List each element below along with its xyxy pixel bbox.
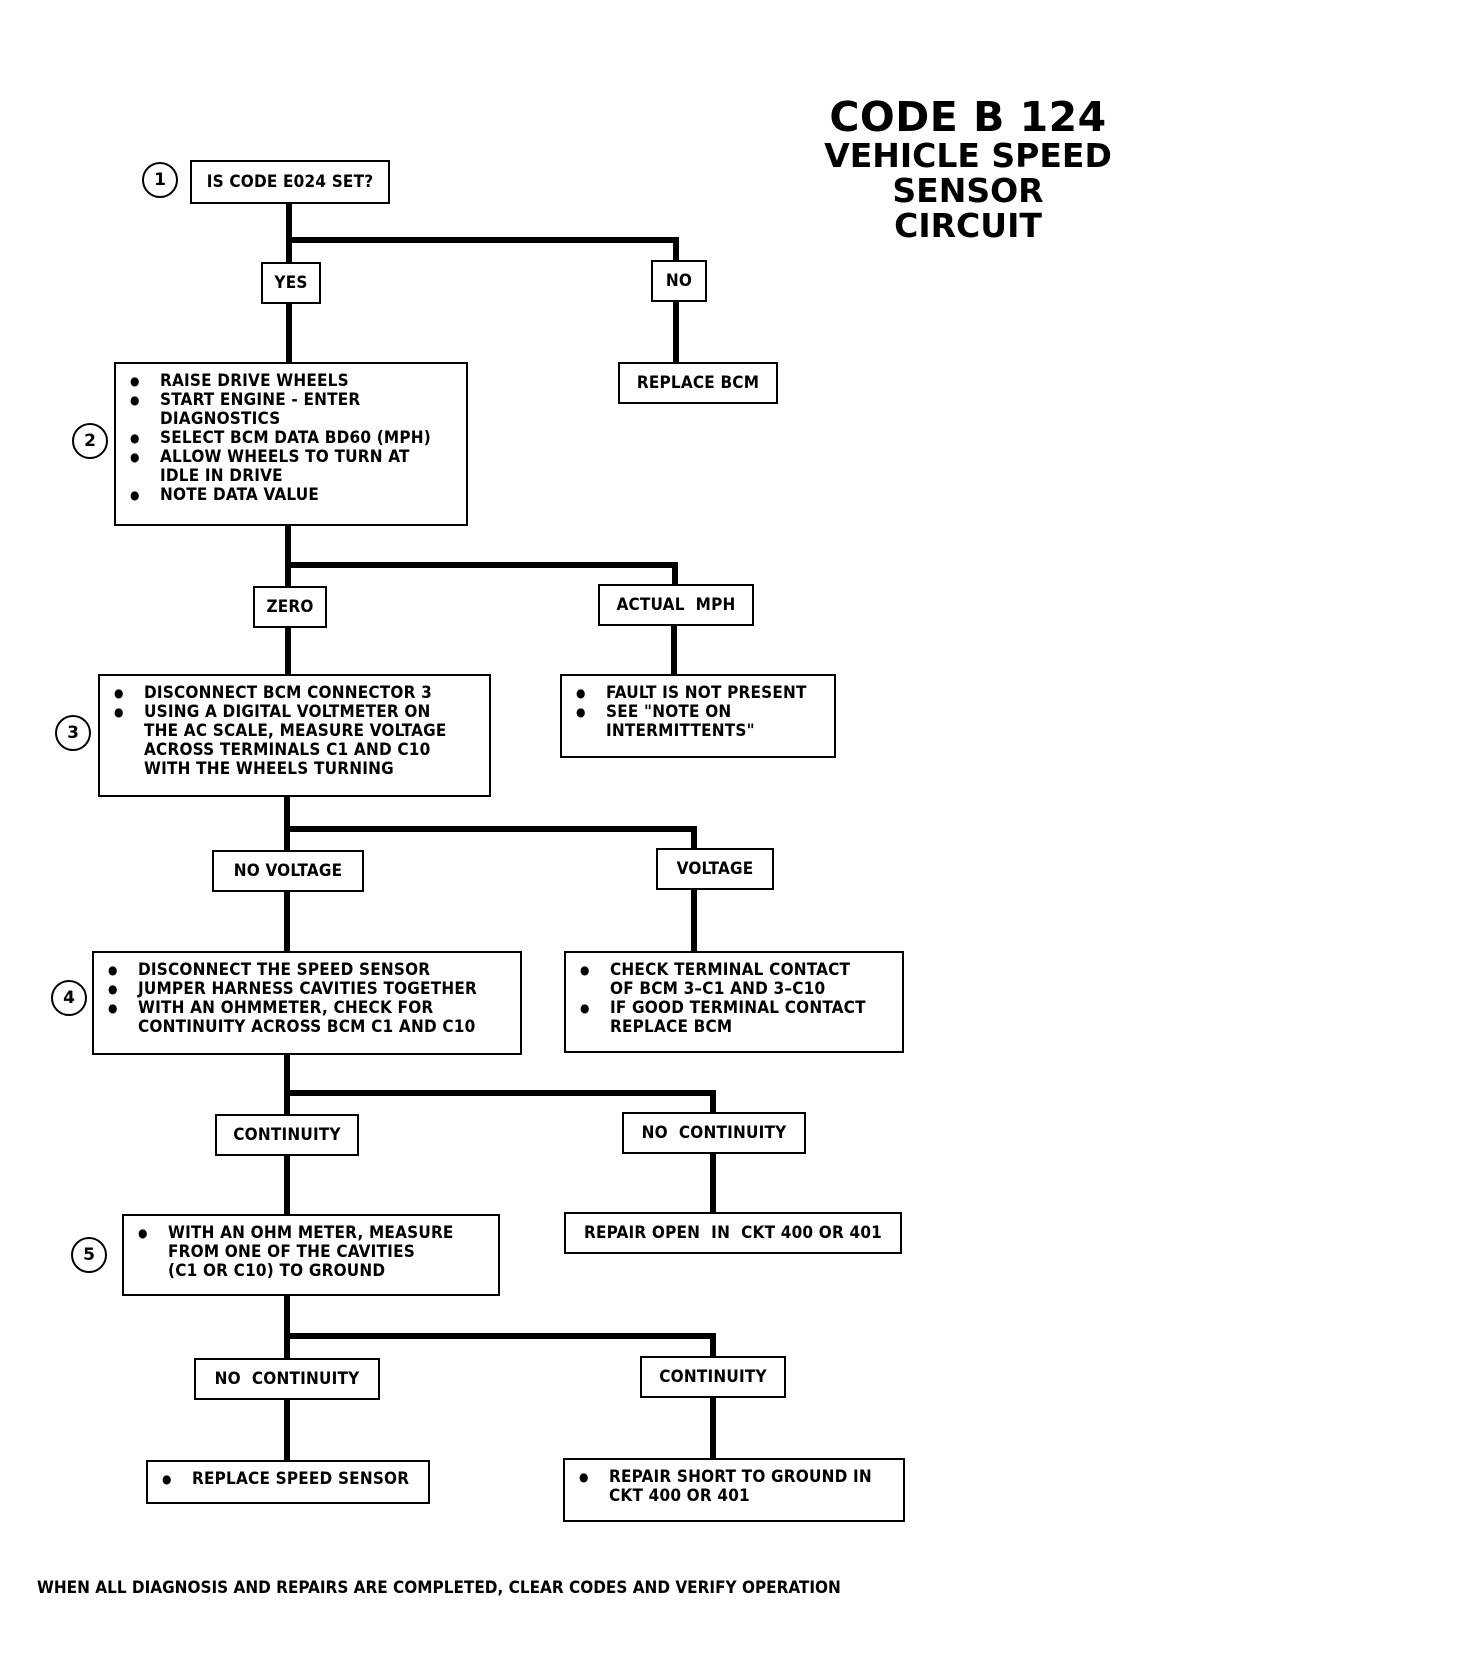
connector-step5-continuity: [284, 1333, 716, 1359]
branch-actual-mph: ACTUAL MPH: [598, 584, 754, 626]
instruction-item: SEE "NOTE ON INTERMITTENTS": [574, 703, 824, 741]
instruction-list: DISCONNECT THE SPEED SENSOR JUMPER HARNE…: [106, 961, 510, 1037]
branch-no-continuity-label: NO CONTINUITY: [214, 1368, 360, 1389]
step-number-label: 3: [67, 723, 79, 743]
footer-note: WHEN ALL DIAGNOSIS AND REPAIRS ARE COMPL…: [37, 1578, 841, 1598]
instruction-item: ALLOW WHEELS TO TURN AT IDLE IN DRIVE: [128, 448, 456, 486]
step-number-1: 1: [142, 162, 178, 198]
instruction-item: DISCONNECT BCM CONNECTOR 3: [112, 684, 479, 704]
title-line-vehicle-speed: VEHICLE SPEED: [824, 136, 1112, 176]
branch-no-continuity: NO CONTINUITY: [622, 1112, 806, 1154]
branch-voltage-label: VOLTAGE: [676, 858, 754, 879]
instruction-item: WITH AN OHM METER, MEASURE FROM ONE OF T…: [136, 1224, 488, 1281]
step5-instructions: WITH AN OHM METER, MEASURE FROM ONE OF T…: [122, 1214, 500, 1296]
branch-continuity: CONTINUITY: [215, 1114, 359, 1156]
step-number-label: 4: [63, 988, 75, 1008]
branch-zero-label: ZERO: [266, 596, 314, 617]
step3-instructions: DISCONNECT BCM CONNECTOR 3 USING A DIGIT…: [98, 674, 491, 797]
step4-instructions: DISCONNECT THE SPEED SENSOR JUMPER HARNE…: [92, 951, 522, 1055]
branch-no-continuity-step5: NO CONTINUITY: [194, 1358, 380, 1400]
action-replace-speed-sensor: REPLACE SPEED SENSOR: [146, 1460, 430, 1504]
step-number-3: 3: [55, 715, 91, 751]
branch-continuity-label: CONTINUITY: [659, 1366, 767, 1387]
question-text: IS CODE E024 SET?: [206, 171, 374, 192]
instruction-item: CHECK TERMINAL CONTACT OF BCM 3–C1 AND 3…: [578, 961, 892, 999]
instruction-list: FAULT IS NOT PRESENT SEE "NOTE ON INTERM…: [574, 684, 824, 741]
step2-instructions: RAISE DRIVE WHEELS START ENGINE - ENTER …: [114, 362, 468, 526]
branch-no-voltage: NO VOLTAGE: [212, 850, 364, 892]
instruction-item: RAISE DRIVE WHEELS: [128, 372, 456, 392]
instruction-item: WITH AN OHMMETER, CHECK FOR CONTINUITY A…: [106, 999, 510, 1037]
fault-not-present-box: FAULT IS NOT PRESENT SEE "NOTE ON INTERM…: [560, 674, 836, 758]
question-box-code-e024: IS CODE E024 SET?: [190, 160, 390, 204]
instruction-list: CHECK TERMINAL CONTACT OF BCM 3–C1 AND 3…: [578, 961, 892, 1037]
action-repair-short-to-ground: REPAIR SHORT TO GROUND IN CKT 400 OR 401: [563, 1458, 905, 1522]
instruction-list: REPAIR SHORT TO GROUND IN CKT 400 OR 401: [577, 1468, 893, 1506]
instruction-item: FAULT IS NOT PRESENT: [574, 684, 824, 704]
instruction-list: DISCONNECT BCM CONNECTOR 3 USING A DIGIT…: [112, 684, 479, 779]
action-repair-open: REPAIR OPEN IN CKT 400 OR 401: [564, 1212, 902, 1254]
connector-step1-no: [286, 237, 679, 265]
branch-voltage: VOLTAGE: [656, 848, 774, 890]
branch-continuity-step5: CONTINUITY: [640, 1356, 786, 1398]
step-number-5: 5: [71, 1237, 107, 1273]
step-number-label: 1: [154, 170, 166, 190]
instruction-item: IF GOOD TERMINAL CONTACT REPLACE BCM: [578, 999, 892, 1037]
connector-step4-no-continuity: [284, 1090, 716, 1115]
diagram-title: CODE B 124 VEHICLE SPEED SENSOR CIRCUIT: [818, 93, 1118, 246]
instruction-item: REPAIR SHORT TO GROUND IN CKT 400 OR 401: [577, 1468, 893, 1506]
connector-step2-actual: [285, 562, 678, 589]
instruction-list: WITH AN OHM METER, MEASURE FROM ONE OF T…: [136, 1224, 488, 1281]
instruction-item: DISCONNECT THE SPEED SENSOR: [106, 961, 510, 981]
title-line-sensor-circuit: SENSOR CIRCUIT: [892, 171, 1044, 246]
instruction-item: REPLACE SPEED SENSOR: [160, 1470, 418, 1490]
action-text: REPLACE BCM: [636, 372, 760, 393]
instruction-item: NOTE DATA VALUE: [128, 486, 456, 506]
action-text: REPAIR OPEN IN CKT 400 OR 401: [583, 1222, 883, 1243]
branch-no-voltage-label: NO VOLTAGE: [233, 860, 343, 881]
action-replace-bcm: REPLACE BCM: [618, 362, 778, 404]
branch-no: NO: [651, 260, 707, 302]
branch-yes-label: YES: [274, 272, 308, 293]
branch-yes: YES: [261, 262, 321, 304]
branch-no-label: NO: [665, 270, 693, 291]
check-terminal-contact-box: CHECK TERMINAL CONTACT OF BCM 3–C1 AND 3…: [564, 951, 904, 1053]
instruction-item: JUMPER HARNESS CAVITIES TOGETHER: [106, 980, 510, 1000]
instruction-item: USING A DIGITAL VOLTMETER ON THE AC SCAL…: [112, 703, 479, 779]
connector-step3-voltage: [284, 826, 697, 853]
title-code: CODE B 124: [829, 93, 1107, 141]
branch-zero: ZERO: [253, 586, 327, 628]
instruction-item: START ENGINE - ENTER DIAGNOSTICS: [128, 391, 456, 429]
branch-continuity-label: CONTINUITY: [233, 1124, 341, 1145]
branch-no-continuity-label: NO CONTINUITY: [641, 1122, 787, 1143]
instruction-item: SELECT BCM DATA BD60 (MPH): [128, 429, 456, 449]
step-number-2: 2: [72, 423, 108, 459]
instruction-list: RAISE DRIVE WHEELS START ENGINE - ENTER …: [128, 372, 456, 506]
branch-actual-mph-label: ACTUAL MPH: [616, 594, 736, 615]
step-number-label: 2: [84, 431, 96, 451]
step-number-4: 4: [51, 980, 87, 1016]
step-number-label: 5: [83, 1245, 95, 1265]
instruction-list: REPLACE SPEED SENSOR: [160, 1470, 418, 1490]
